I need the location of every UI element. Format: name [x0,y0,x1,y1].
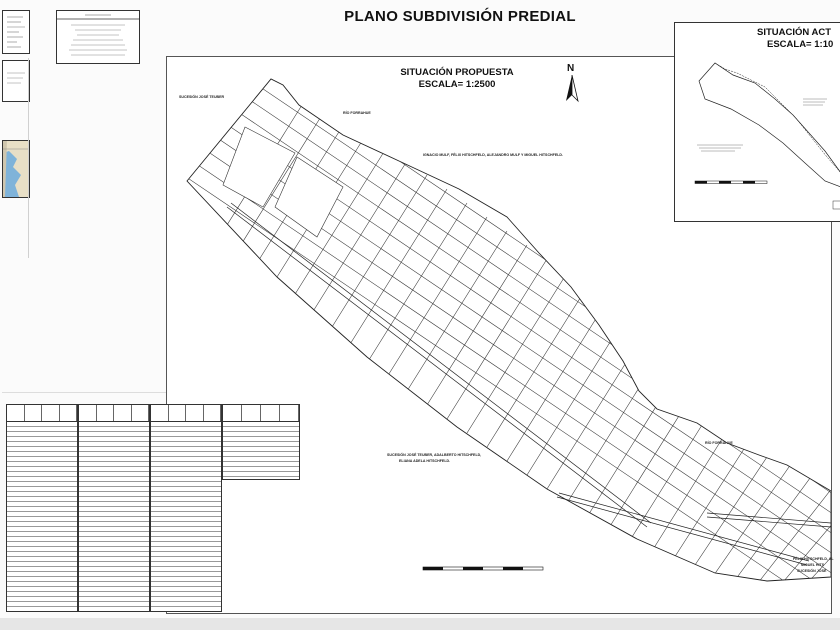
legend-lines [7,16,25,48]
lots-table-2 [78,404,150,612]
lots-table-3 [150,404,222,612]
current-scale-text: ESCALA= 1:10 [767,39,834,50]
table-rows [223,422,299,479]
sheet-divider-h [2,392,166,393]
label-neighbor-top-left: SUCESIÓN JOSÉ TEUBER [179,95,225,99]
legend-box-top [2,10,30,54]
location-map-image [3,141,29,197]
label-owners-bottom-right-1: FÉLIX HITSCHFELD, AL [793,557,834,561]
label-river-top: RÍO FORRAHUE [343,111,371,115]
subdivision-plan [186,78,831,582]
north-letter: N [567,63,575,74]
notes-lines [7,72,25,84]
table-rows [7,422,77,611]
label-owners-center: IGNACIO MULF, FÉLIX HITSCHFELD, ALEJANDR… [423,153,564,157]
current-situation-heading: SITUACIÓN ACT ESCALA= 1:10 [757,27,840,51]
table-header [223,405,299,422]
notes-box [2,60,30,102]
page-title: PLANO SUBDIVISIÓN PREDIAL [344,8,576,25]
graphic-scale [422,566,544,571]
sheet-divider [28,58,29,258]
label-owners-bottom-right-3: SUCESIÓN JOSÉ [797,569,827,573]
table-header [151,405,221,422]
lots-table-1 [6,404,78,612]
label-river-right: RÍO FORRAHUE [705,441,733,445]
proposed-scale-text: ESCALA= 1:2500 [418,79,496,90]
proposed-situation-heading: SITUACIÓN PROPUESTA ESCALA= 1:2500 [367,67,547,91]
reserved-area-2 [274,156,344,238]
lots-table-4 [222,404,300,480]
location-map [2,140,30,198]
current-situation-frame: SITUACIÓN ACT ESCALA= 1:10 [674,22,840,222]
label-owners-bottom-right-2: MIGUEL HITS [801,563,825,567]
reserved-area [222,126,296,208]
north-arrow-icon [566,75,579,103]
table-rows [79,422,149,611]
viewer-bottom-bar [0,618,840,630]
north-arrow: N [563,63,583,103]
property-boundary [186,78,831,582]
proposed-heading-text: SITUACIÓN PROPUESTA [400,67,514,78]
current-situation-plan [694,62,840,210]
label-neighbor-bottom-2: ELIANA ADELA HITSCHFELD. [399,459,451,463]
internal-roads [226,202,831,566]
label-neighbor-bottom: SUCESIÓN JOSÉ TEUBER, ADALBERTO HITSCHFE… [387,453,482,457]
title-block [56,10,140,64]
title-block-lines [57,14,139,56]
current-heading-text: SITUACIÓN ACT [757,27,832,38]
table-rows [151,422,221,611]
table-header [7,405,77,422]
table-header [79,405,149,422]
